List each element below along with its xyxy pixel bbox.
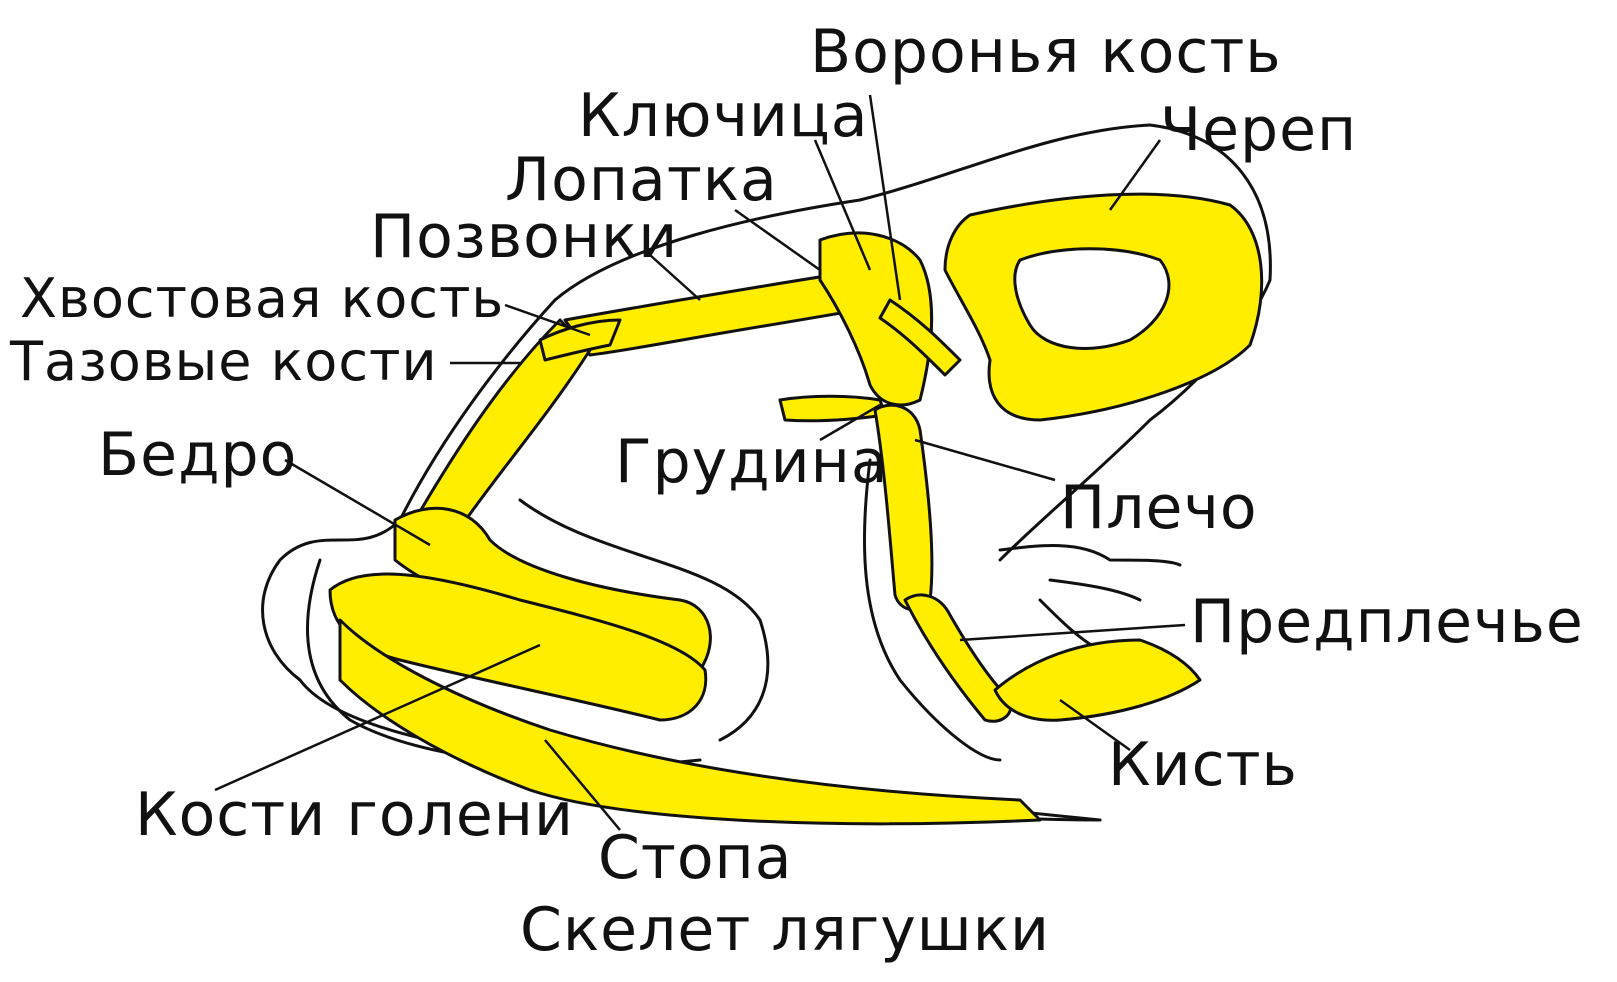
coracoid-shape: [780, 396, 885, 421]
label-grudina: Грудина: [615, 432, 889, 492]
label-predplechye: Предплечье: [1190, 592, 1584, 652]
label-lopatka: Лопатка: [505, 150, 778, 210]
label-cherep: Череп: [1160, 100, 1357, 160]
label-kist: Кисть: [1108, 735, 1298, 795]
label-tazovye-kosti: Тазовые кости: [10, 335, 438, 389]
leader-lopatka: [735, 210, 820, 270]
label-klyuchitsa: Ключица: [578, 86, 869, 146]
label-hvostovaya-kost: Хвостовая кость: [20, 272, 504, 326]
label-pozvonki: Позвонки: [370, 207, 678, 267]
diagram-caption: Скелет лягушки: [520, 900, 1050, 960]
label-plecho: Плечо: [1060, 478, 1258, 538]
label-kosti-goleni: Кости голени: [135, 785, 574, 845]
hand-shape: [995, 640, 1200, 720]
label-voronya-kost: Воронья кость: [810, 22, 1282, 82]
leader-predplechye: [960, 625, 1185, 640]
label-bedro: Бедро: [98, 425, 297, 485]
label-stopa: Стопа: [598, 828, 793, 888]
leader-plecho: [915, 440, 1055, 480]
